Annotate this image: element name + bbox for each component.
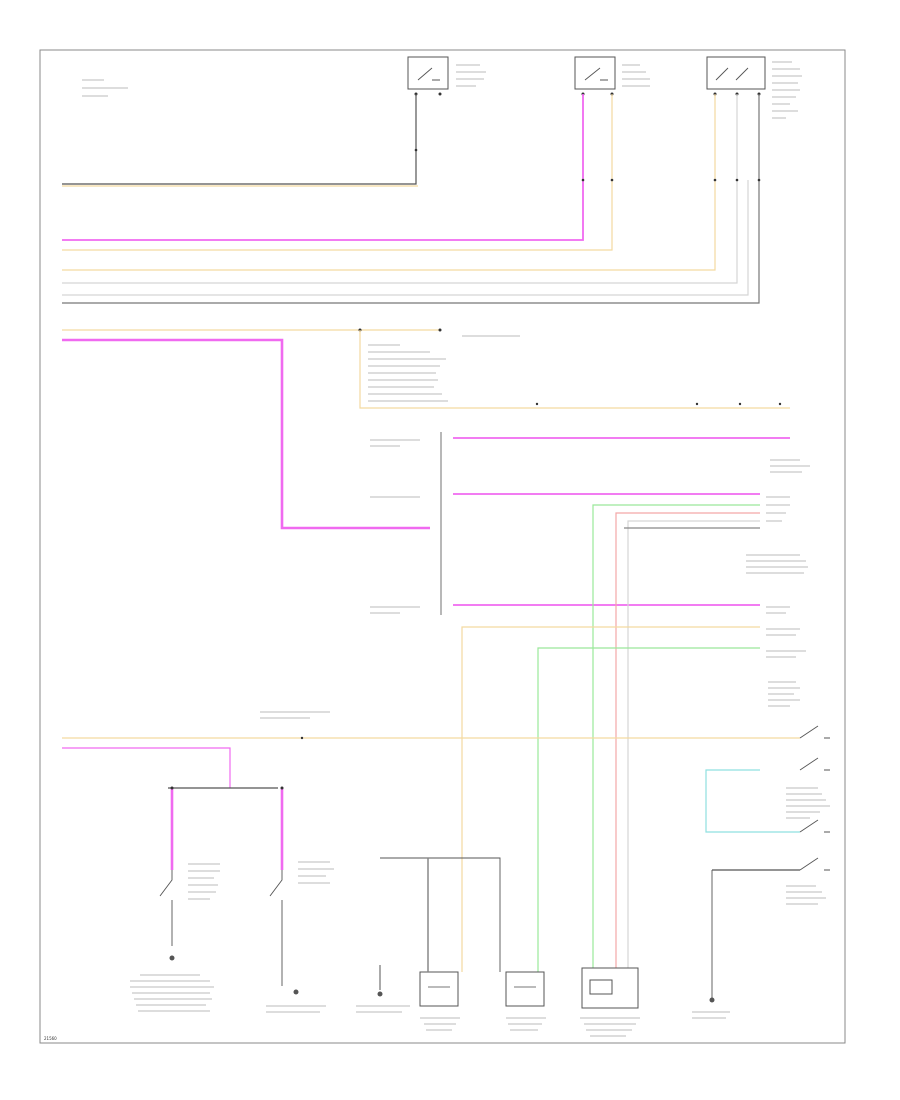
bottom-component-1	[380, 857, 501, 1031]
top-component-left	[407, 56, 486, 96]
top-splices	[414, 148, 761, 182]
footer-code: 21560	[44, 1036, 57, 1041]
diagram-frame	[39, 49, 846, 1044]
ground-middle	[377, 965, 383, 997]
pink-main-loop	[62, 338, 430, 530]
right-labels	[746, 459, 810, 658]
bottom-left-captions	[130, 974, 730, 1019]
legend-block	[82, 79, 128, 97]
bottom-component-3	[580, 967, 640, 1037]
top-component-middle	[574, 56, 650, 96]
sensor-wires	[461, 504, 760, 972]
lower-buses	[62, 711, 800, 788]
top-component-right	[706, 56, 802, 119]
left-sensor-1	[159, 863, 220, 961]
bottom-component-2	[505, 971, 546, 1031]
ecm-section	[62, 328, 790, 409]
pink-signals	[370, 437, 790, 614]
left-sensor-2	[269, 861, 334, 995]
left-junction	[168, 786, 284, 870]
right-lower-switches	[705, 681, 830, 1003]
top-buses	[62, 94, 760, 304]
